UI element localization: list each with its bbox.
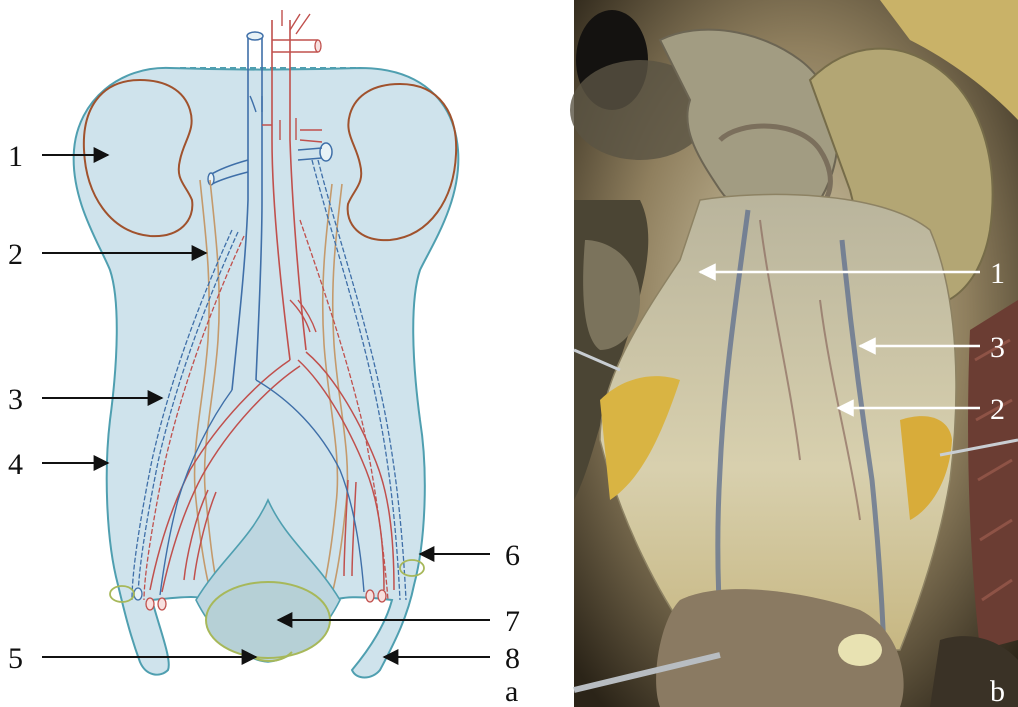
callout-a-5: 5 [8, 642, 23, 675]
callout-a-1: 1 [8, 140, 23, 173]
callout-b-1: 1 [990, 257, 1005, 290]
callout-a-2: 2 [8, 238, 23, 271]
callout-a-7: 7 [505, 605, 520, 638]
callout-a-8: 8 [505, 642, 520, 675]
callout-a-3: 3 [8, 383, 23, 416]
callout-a-4: 4 [8, 448, 23, 481]
callout-b-2: 2 [990, 393, 1005, 426]
panel-b-photo [570, 0, 1018, 707]
panel-a-label: a [505, 675, 518, 707]
panel-a-diagram [74, 10, 459, 678]
callout-b-3: 3 [990, 331, 1005, 364]
callout-a-6: 6 [505, 539, 520, 572]
panel-b-label: b [990, 675, 1005, 707]
